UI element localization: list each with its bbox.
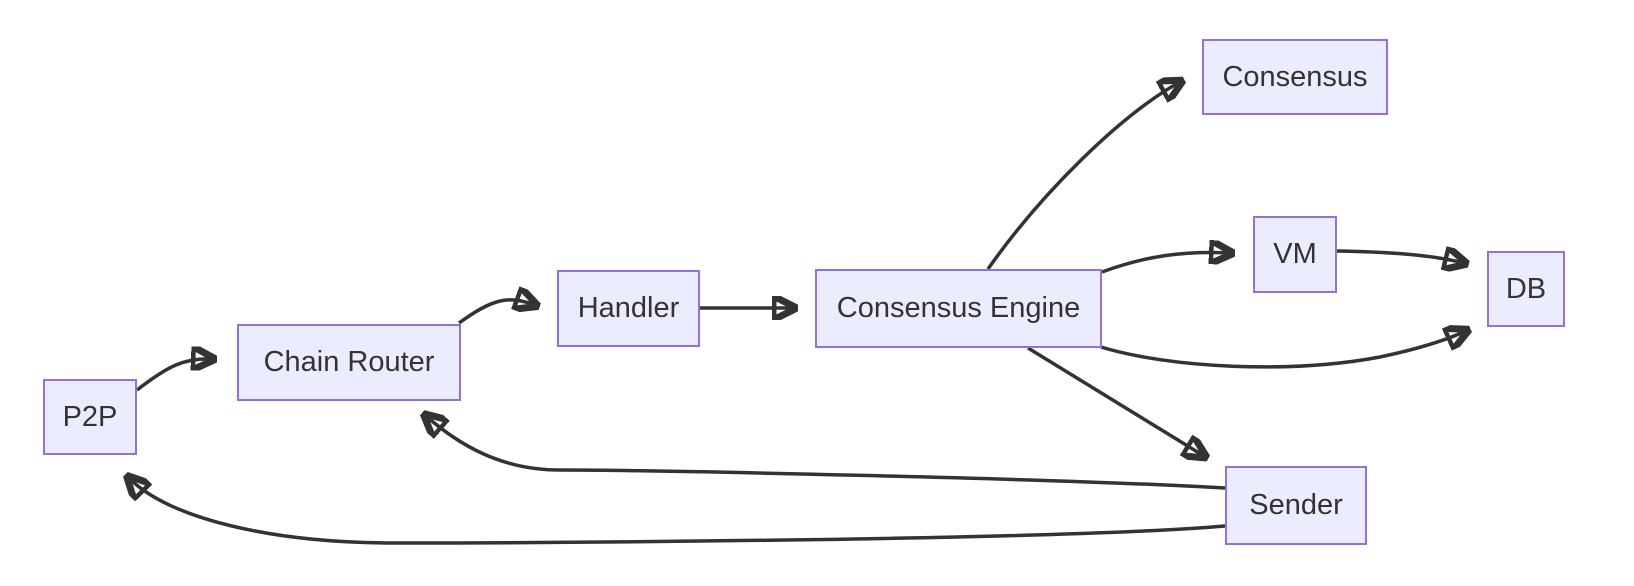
- edge-p2p-to-chain-router: [135, 359, 212, 392]
- node-p2p-label: P2P: [62, 400, 118, 433]
- node-handler: Handler: [557, 270, 700, 347]
- node-consensus-engine-label: Consensus Engine: [836, 292, 1081, 324]
- node-chain-router-label: Chain Router: [263, 346, 435, 378]
- node-p2p: P2P: [43, 379, 137, 455]
- edge-sender-to-p2p: [129, 478, 1226, 545]
- edge-vm-to-db: [1336, 251, 1464, 263]
- edge-chain-router-to-handler: [457, 300, 535, 325]
- edge-consensus-engine-to-sender: [1027, 346, 1204, 456]
- edge-consensus-engine-to-db: [1100, 331, 1466, 369]
- node-vm: VM: [1253, 216, 1337, 293]
- node-consensus-engine: Consensus Engine: [815, 269, 1102, 348]
- edge-sender-to-chain-router: [426, 416, 1226, 490]
- node-chain-router: Chain Router: [237, 324, 461, 401]
- node-db: DB: [1487, 251, 1565, 327]
- node-db-label: DB: [1505, 272, 1547, 305]
- node-consensus-label: Consensus: [1222, 60, 1368, 93]
- node-vm-label: VM: [1273, 238, 1317, 270]
- edge-consensus-engine-to-vm: [1101, 253, 1230, 274]
- node-sender: Sender: [1225, 466, 1367, 545]
- node-handler-label: Handler: [577, 292, 680, 324]
- node-consensus: Consensus: [1202, 39, 1388, 115]
- edge-consensus-engine-to-consensus: [986, 82, 1180, 271]
- node-sender-label: Sender: [1249, 489, 1343, 521]
